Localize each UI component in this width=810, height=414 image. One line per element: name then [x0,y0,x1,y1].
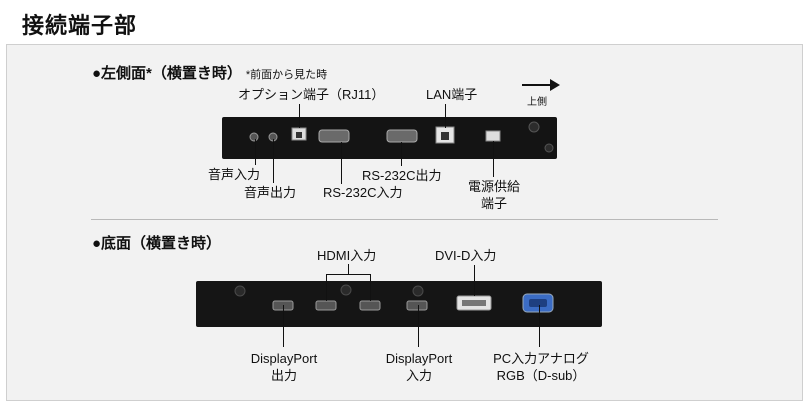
label-option: オプション端子（RJ11） [238,87,385,102]
power-port [485,130,501,142]
screw-hole-right [528,121,540,133]
diagram-panel [6,44,803,401]
label-hdmi: HDMI入力 [317,248,377,263]
side-ports [249,121,554,153]
rj11-slot [296,132,302,138]
screw-hole-right2 [544,143,554,153]
side-heading: ●左側面*（横置き時）*前面から見た時 [92,62,327,83]
leader-dvi [474,265,475,296]
hdmi-port-2 [359,300,381,311]
bottom-screw-mid [340,284,352,296]
leader-dp-out [283,305,284,347]
side-note: *前面から見た時 [245,69,328,81]
leader-rs232-out [401,142,402,166]
direction-arrow-icon [522,79,560,91]
audio-in-jack [249,132,259,142]
label-audio-in: 音声入力 [208,167,261,182]
label-rs232-out: RS-232C出力 [362,168,442,183]
leader-lan [445,104,446,128]
leader-rs232-in [341,142,342,184]
label-audio-out: 音声出力 [244,185,297,200]
label-dp-in-line2: 入力 [405,368,432,383]
bottom-screw-right [412,285,424,297]
page-title: 接続端子部 [22,13,138,38]
leader-audio-in [255,139,256,165]
label-rs232-in: RS-232C入力 [323,185,403,200]
hdmi-bracket-right [370,274,371,301]
section-divider [91,219,718,220]
leader-pc [539,305,540,347]
dp-in-port [406,300,428,311]
bottom-heading: ●底面（横置き時） [92,235,222,252]
label-lan: LAN端子 [426,87,478,102]
label-dvi: DVI-D入力 [435,248,497,263]
hdmi-port-1 [315,300,337,311]
leader-power [493,141,494,177]
label-power-line2: 端子 [480,196,507,211]
hdmi-bracket-left [326,274,327,301]
label-dp-out: DisplayPort 出力 [244,350,324,384]
bottom-ports [234,284,554,313]
label-dp-out-line1: DisplayPort [250,351,318,366]
label-power: 電源供給 端子 [467,178,521,212]
label-pc-line1: PC入力アナログ [493,351,589,366]
leader-option [299,104,300,128]
label-dp-out-line2: 出力 [270,368,297,383]
rs232-in-port [318,129,350,143]
rs232-out-port [386,129,418,143]
side-heading-text: ●左側面*（横置き時） [92,65,242,82]
label-pc-line2: RGB（D-sub） [496,368,586,383]
direction-label: 上側 [527,97,547,108]
label-dp-in: DisplayPort 入力 [379,350,459,384]
lan-slot [441,132,449,140]
label-dp-in-line1: DisplayPort [385,351,453,366]
label-pc: PC入力アナログ RGB（D-sub） [489,350,593,384]
vga-pins [529,299,547,307]
leader-dp-in [418,305,419,347]
bottom-screw-left [234,285,246,297]
dvi-pins [462,300,486,306]
hdmi-bracket-stem [348,264,349,275]
label-power-line1: 電源供給 [467,179,520,194]
leader-audio-out [273,139,274,183]
